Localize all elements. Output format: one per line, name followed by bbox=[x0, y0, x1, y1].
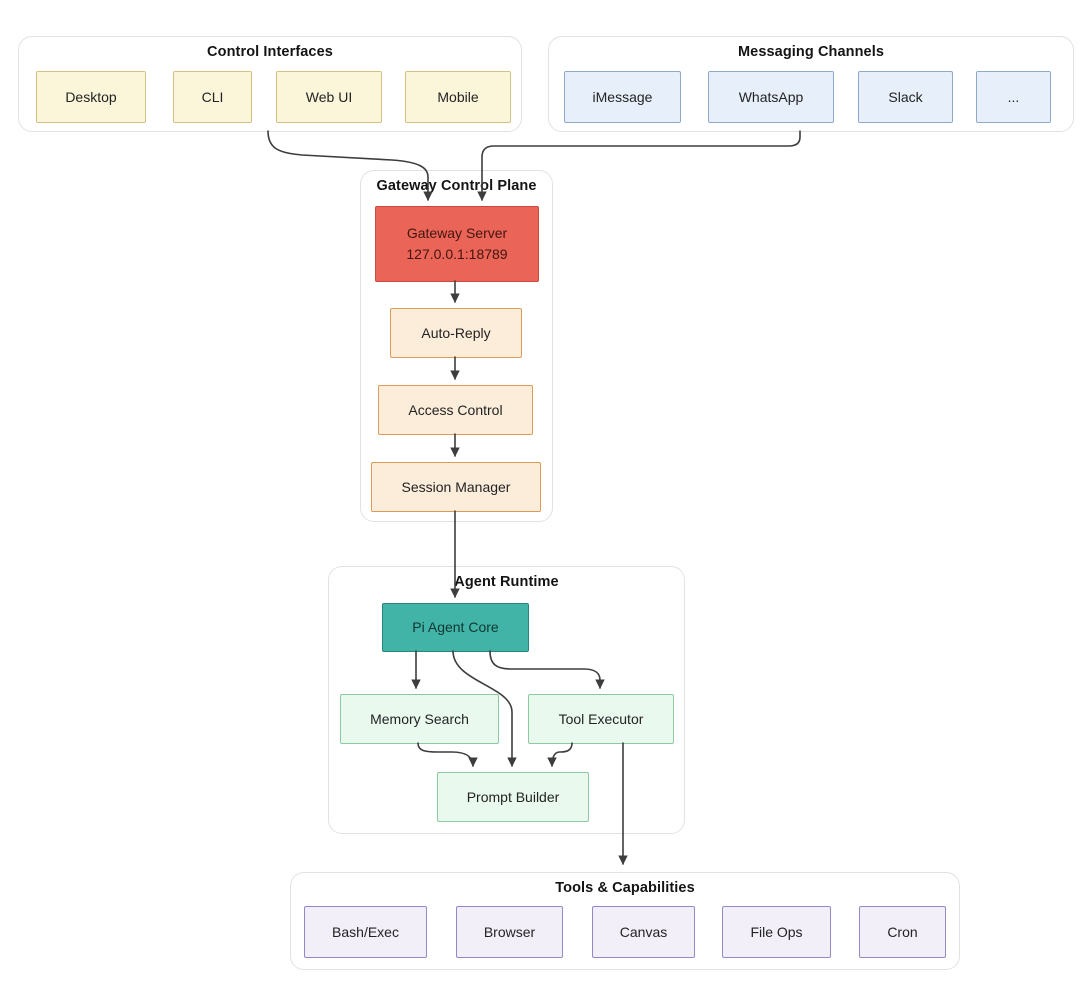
node-cron-label: Cron bbox=[887, 923, 918, 940]
node-cli-label: CLI bbox=[201, 88, 224, 105]
node-prompt-builder: Prompt Builder bbox=[437, 772, 589, 822]
group-title-agent-runtime: Agent Runtime bbox=[454, 574, 559, 590]
node-slack: Slack bbox=[858, 71, 953, 123]
node-access-control-label: Access Control bbox=[408, 401, 503, 418]
node-session-manager-label: Session Manager bbox=[401, 478, 511, 495]
group-agent-runtime: Agent Runtime Pi Agent Core Memory Searc… bbox=[328, 566, 685, 834]
node-pi-agent-core: Pi Agent Core bbox=[382, 603, 529, 652]
node-whatsapp-label: WhatsApp bbox=[738, 88, 804, 105]
group-messaging-channels: Messaging Channels iMessage WhatsApp Sla… bbox=[548, 36, 1074, 132]
node-slack-label: Slack bbox=[888, 88, 923, 105]
node-memory-search: Memory Search bbox=[340, 694, 499, 744]
node-prompt-builder-label: Prompt Builder bbox=[466, 788, 560, 805]
node-session-manager: Session Manager bbox=[371, 462, 541, 512]
node-more-channels: ... bbox=[976, 71, 1051, 123]
group-gateway-control-plane: Gateway Control Plane Gateway Server 127… bbox=[360, 170, 553, 522]
node-tool-executor-label: Tool Executor bbox=[558, 710, 644, 727]
node-imessage-label: iMessage bbox=[592, 88, 653, 105]
node-imessage: iMessage bbox=[564, 71, 681, 123]
node-mobile-label: Mobile bbox=[437, 88, 479, 105]
node-memory-search-label: Memory Search bbox=[370, 710, 469, 727]
node-canvas: Canvas bbox=[592, 906, 695, 958]
group-tools-capabilities: Tools & Capabilities Bash/Exec Browser C… bbox=[290, 872, 960, 970]
group-title-gateway-control-plane: Gateway Control Plane bbox=[376, 178, 537, 194]
node-browser-label: Browser bbox=[483, 923, 536, 940]
node-desktop-label: Desktop bbox=[65, 88, 117, 105]
group-title-messaging-channels: Messaging Channels bbox=[737, 44, 885, 60]
node-desktop: Desktop bbox=[36, 71, 146, 123]
node-more-channels-label: ... bbox=[1007, 88, 1020, 105]
node-access-control: Access Control bbox=[378, 385, 533, 435]
node-file-ops: File Ops bbox=[722, 906, 831, 958]
node-whatsapp: WhatsApp bbox=[708, 71, 834, 123]
group-title-tools-capabilities: Tools & Capabilities bbox=[555, 880, 695, 896]
node-gateway-server-label: Gateway Server bbox=[406, 225, 508, 241]
node-auto-reply: Auto-Reply bbox=[390, 308, 522, 358]
node-bash-exec-label: Bash/Exec bbox=[332, 923, 399, 940]
node-pi-agent-core-label: Pi Agent Core bbox=[412, 619, 499, 635]
node-cli: CLI bbox=[173, 71, 252, 123]
node-web-ui: Web UI bbox=[276, 71, 382, 123]
node-canvas-label: Canvas bbox=[619, 923, 668, 940]
node-file-ops-label: File Ops bbox=[750, 923, 803, 940]
node-cron: Cron bbox=[859, 906, 946, 958]
group-title-control-interfaces: Control Interfaces bbox=[207, 44, 333, 60]
node-web-ui-label: Web UI bbox=[305, 88, 353, 105]
node-auto-reply-label: Auto-Reply bbox=[421, 324, 491, 341]
node-tool-executor: Tool Executor bbox=[528, 694, 674, 744]
group-control-interfaces: Control Interfaces Desktop CLI Web UI Mo… bbox=[18, 36, 522, 132]
node-bash-exec: Bash/Exec bbox=[304, 906, 427, 958]
node-browser: Browser bbox=[456, 906, 563, 958]
node-gateway-server-address: 127.0.0.1:18789 bbox=[406, 246, 508, 262]
node-gateway-server: Gateway Server 127.0.0.1:18789 bbox=[375, 206, 539, 282]
node-mobile: Mobile bbox=[405, 71, 511, 123]
